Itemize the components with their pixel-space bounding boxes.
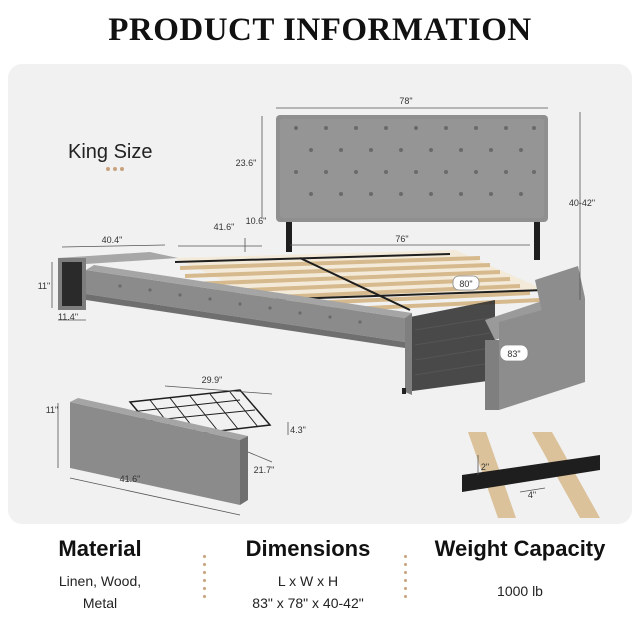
dim-drawer-box-length-b: 41.6" (214, 222, 235, 232)
dim-drawer-front-length: 41.6" (120, 474, 141, 484)
feature-weight-capacity: Weight Capacity 1000 lb (425, 536, 615, 602)
dim-drawer-box-depth: 11.4" (58, 312, 78, 322)
dim-slat-width: 4" (528, 490, 536, 500)
dim-frame-width: 76" (395, 234, 408, 244)
feature-material: Material Linen, Wood, Metal (30, 536, 170, 614)
dim-drawer-box-height: 11" (38, 281, 51, 291)
dim-slat-thickness: 2" (481, 462, 489, 472)
dim-drawer-front-height: 11" (46, 405, 59, 415)
feature-dimensions: Dimensions L x W x H 83" x 78" x 40-42" (228, 536, 388, 614)
divider-dots (404, 555, 407, 598)
dim-total-height: 40-42" (569, 198, 595, 208)
side-rail (86, 265, 412, 348)
open-drawers (402, 266, 585, 410)
page-title: PRODUCT INFORMATION (108, 12, 532, 48)
feature-line: L x W x H (277, 573, 339, 589)
dim-headboard-width: 78" (399, 96, 412, 106)
headboard (276, 115, 548, 260)
size-label: King Size (68, 141, 153, 163)
decorative-dots (106, 167, 124, 171)
dim-frame-length: 80" (459, 279, 472, 289)
feature-line: Linen, Wood, (58, 573, 142, 589)
slat-detail (462, 432, 600, 518)
feature-title: Weight Capacity (434, 536, 606, 561)
dim-overall-length: 83" (507, 349, 520, 359)
drawer-detail (70, 389, 272, 505)
feature-line: 83" x 78" x 40-42" (252, 595, 364, 611)
dim-headboard-clearance: 10.6" (246, 216, 267, 226)
dim-drawer-width: 29.9" (202, 375, 223, 385)
feature-title: Dimensions (245, 536, 371, 561)
dim-headboard-height: 23.6" (236, 158, 257, 168)
feature-line: Metal (82, 595, 118, 611)
left-drawer-box (58, 252, 178, 310)
dim-drawer-depth: 21.7" (254, 465, 275, 475)
dimension-labels: 78" 23.6" 10.6" 40-42" 76" 80" 83" 40.4"… (38, 96, 595, 500)
feature-line: 1000 lb (497, 583, 543, 599)
feature-title: Material (58, 536, 142, 561)
divider-dots (203, 555, 206, 598)
dim-drawer-basket-height: 4.3" (290, 425, 306, 435)
dim-drawer-box-length-a: 40.4" (102, 235, 123, 245)
